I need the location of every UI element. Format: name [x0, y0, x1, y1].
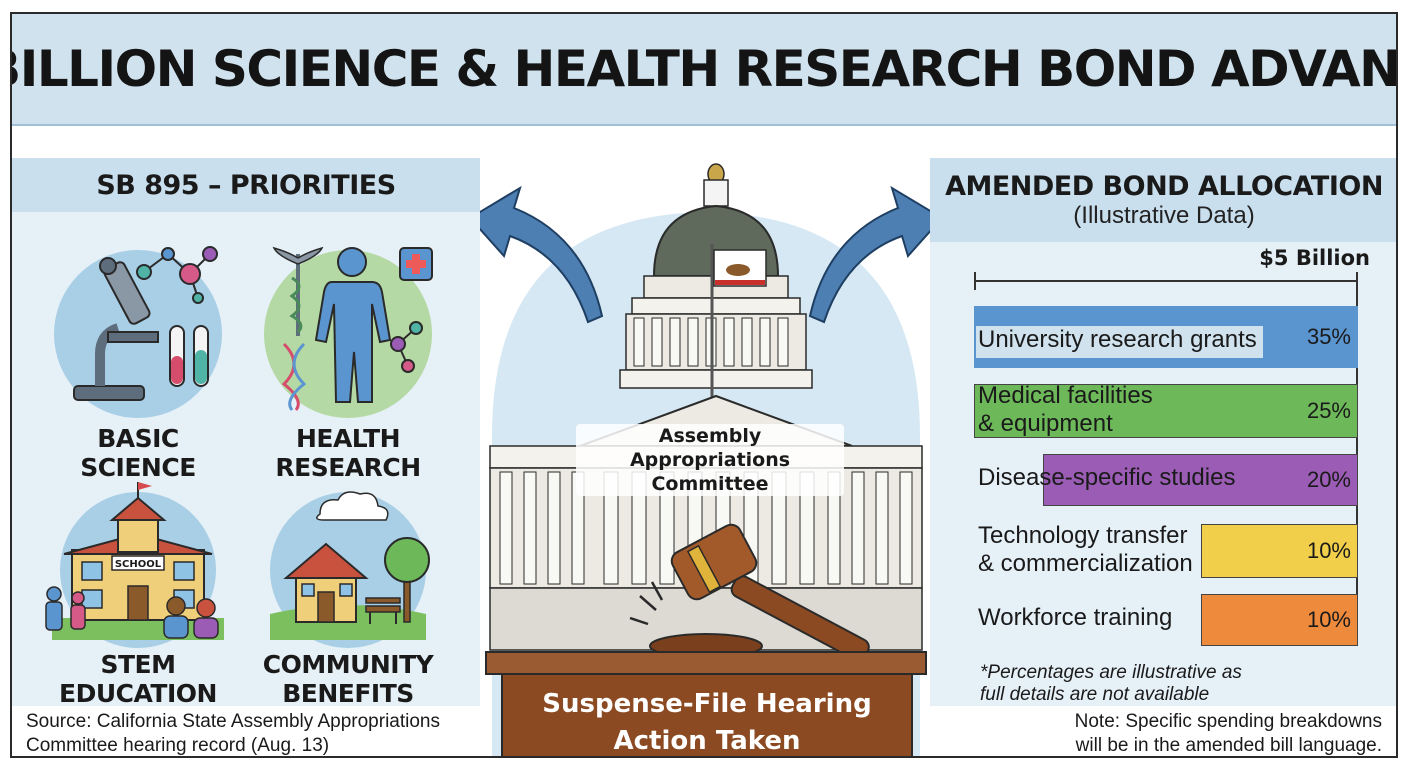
priority-label: SCIENCE	[80, 453, 196, 482]
allocation-bar-value: 35%	[1306, 324, 1351, 349]
allocation-bar: 25%	[974, 384, 1358, 438]
priority-label: COMMUNITY	[262, 650, 434, 679]
priorities-heading-bar: SB 895 – PRIORITIES	[12, 158, 480, 212]
committee-label: Assembly Appropriations Committee	[576, 424, 844, 496]
committee-label-line: Assembly	[658, 425, 762, 447]
spending-note: Note: Specific spending breakdowns will …	[1074, 710, 1382, 756]
allocation-bar-value: 20%	[1306, 467, 1351, 492]
allocation-heading: AMENDED BOND ALLOCATION	[945, 170, 1383, 202]
priority-basic-science: BASIC SCIENCE	[38, 224, 238, 482]
allocation-bar-value: 25%	[1306, 398, 1351, 423]
scale-line	[974, 280, 1358, 282]
arrow-left-icon	[480, 185, 604, 324]
priority-label: RESEARCH	[275, 453, 421, 482]
allocation-bar-label-line: Medical facilities	[978, 382, 1153, 409]
allocation-bar-label-line: & commercialization	[978, 550, 1193, 577]
arrow-right-icon	[808, 185, 932, 324]
allocation-bar-label-line: & equipment	[978, 410, 1113, 437]
allocation-bar-label: Workforce training	[978, 604, 1172, 632]
priority-label: BASIC	[97, 424, 179, 453]
scale-tick-end	[1356, 272, 1358, 634]
allocation-subheading: (Illustrative Data)	[1073, 201, 1255, 229]
human-body-icon	[264, 246, 433, 418]
priority-stem-education: SCHOOL STEM EDUCATION	[38, 478, 238, 708]
allocation-bar: 10%	[1201, 524, 1358, 578]
priority-label: HEALTH	[295, 424, 401, 453]
allocation-bar-label: Disease-specific studies	[978, 464, 1235, 492]
allocation-bar: 20%	[1043, 454, 1358, 506]
svg-text:SCHOOL: SCHOOL	[115, 559, 162, 570]
allocation-bar-label-line: Workforce training	[978, 604, 1173, 631]
allocation-bar-value: 10%	[1306, 538, 1351, 563]
source-line: Committee hearing record (Aug. 13)	[26, 735, 330, 756]
allocation-bar-row: 10% Workforce training	[974, 594, 1358, 646]
scale-tick-start	[974, 272, 976, 290]
note-line: Note: Specific spending breakdowns	[1074, 711, 1382, 732]
allocation-bar-label-line: University research grants	[978, 326, 1257, 353]
note-line: will be in the amended bill language.	[1075, 735, 1382, 756]
allocation-panel: AMENDED BOND ALLOCATION (Illustrative Da…	[930, 158, 1396, 706]
allocation-bar-value: 10%	[1306, 607, 1351, 632]
microscope-icon	[54, 246, 222, 418]
school-icon: SCHOOL	[45, 482, 224, 648]
allocation-bar: 10%	[1201, 594, 1358, 646]
priority-community-benefits: COMMUNITY BENEFITS	[248, 478, 448, 708]
priority-label: STEM	[100, 650, 176, 679]
footnote-line: *Percentages are illustrative as	[980, 662, 1242, 683]
house-icon	[270, 491, 430, 648]
committee-label-line: Appropriations Committee	[629, 449, 791, 495]
source-citation: Source: California State Assembly Approp…	[26, 710, 440, 756]
priorities-panel: SB 895 – PRIORITIES	[12, 158, 480, 708]
page-title: $5 BILLION SCIENCE & HEALTH RESEARCH BON…	[12, 40, 1398, 98]
allocation-bar-row: 35% University research grants	[974, 306, 1358, 368]
podium-label: Suspense-File Hearing Action Taken	[502, 686, 912, 756]
allocation-bar-label: Medical facilities& equipment	[978, 382, 1153, 438]
title-bar: $5 BILLION SCIENCE & HEALTH RESEARCH BON…	[12, 14, 1396, 126]
priority-label: BENEFITS	[282, 679, 414, 708]
allocation-footnote: *Percentages are illustrative as full de…	[980, 662, 1242, 706]
priority-health-research: HEALTH RESEARCH	[248, 224, 448, 482]
footnote-line: full details are not available	[980, 684, 1210, 705]
allocation-bar-label: University research grants	[976, 326, 1263, 358]
source-line: Source: California State Assembly Approp…	[26, 711, 440, 732]
allocation-bar-row: 10% Technology transfer& commercializatio…	[974, 522, 1358, 578]
infographic-frame: $5 BILLION SCIENCE & HEALTH RESEARCH BON…	[10, 12, 1398, 758]
podium-label-line: Suspense-File Hearing	[542, 689, 872, 719]
priorities-heading: SB 895 – PRIORITIES	[96, 169, 396, 201]
allocation-bar-row: 25% Medical facilities& equipment	[974, 382, 1358, 438]
scale-label: $5 Billion	[1259, 246, 1370, 270]
allocation-bar-label-line: Disease-specific studies	[978, 464, 1236, 491]
allocation-heading-bar: AMENDED BOND ALLOCATION (Illustrative Da…	[930, 158, 1396, 242]
allocation-bar-label-line: Technology transfer	[978, 522, 1188, 549]
podium-label-line: Action Taken	[613, 726, 801, 756]
priority-label: EDUCATION	[59, 679, 217, 708]
center-illustration: Assembly Appropriations Committee Suspen…	[480, 126, 932, 756]
allocation-bar-row: 20% Disease-specific studies	[974, 454, 1358, 506]
allocation-bar-label: Technology transfer& commercialization	[978, 522, 1193, 578]
